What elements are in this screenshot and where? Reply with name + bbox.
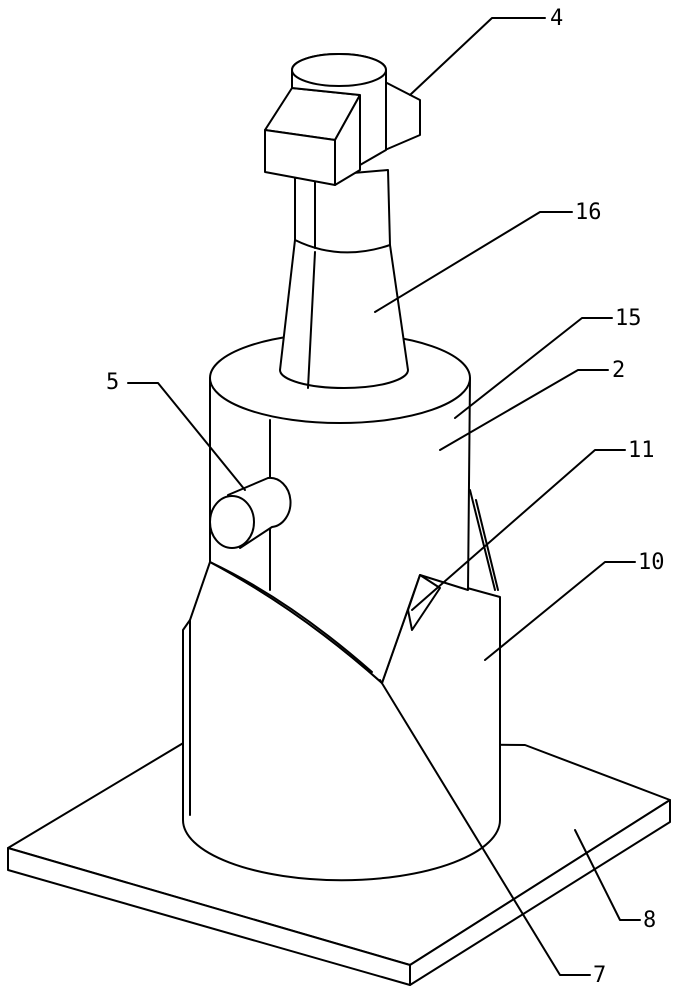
label-11: 11 — [628, 440, 655, 462]
label-15: 15 — [615, 308, 642, 330]
label-16: 16 — [575, 202, 602, 224]
label-5: 5 — [106, 372, 119, 394]
label-8: 8 — [643, 910, 656, 932]
label-10: 10 — [638, 552, 665, 574]
label-4: 4 — [550, 8, 563, 30]
label-7: 7 — [593, 965, 606, 987]
head — [265, 54, 420, 185]
label-2: 2 — [612, 360, 625, 382]
neck — [280, 170, 408, 388]
